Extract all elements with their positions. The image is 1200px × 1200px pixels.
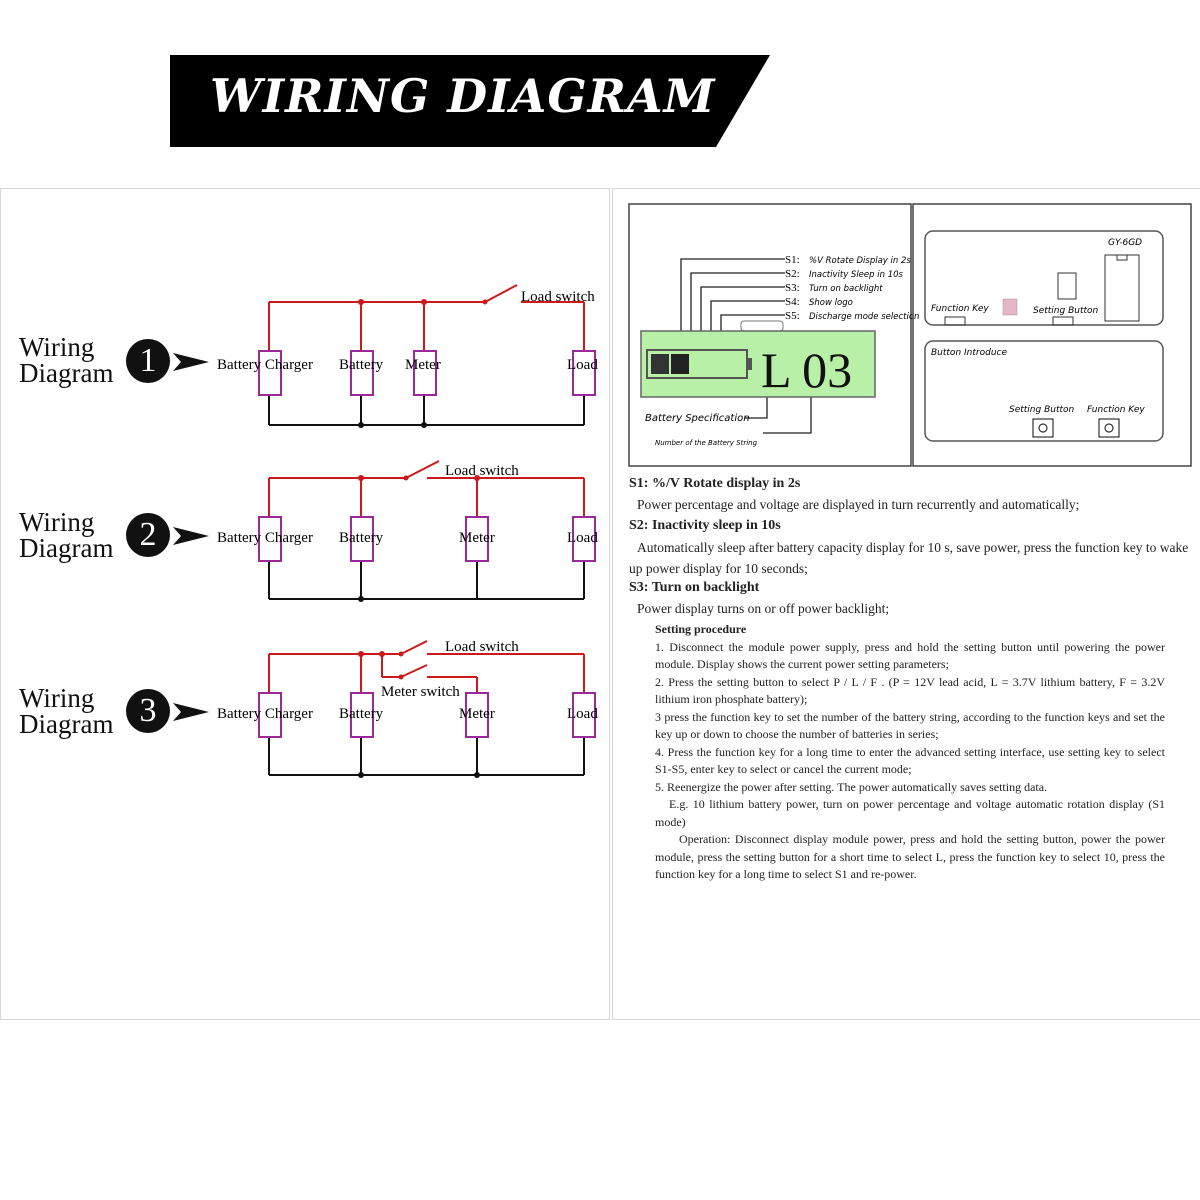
d2-battery-label: Battery bbox=[339, 530, 384, 546]
diagram-2-circuit: Battery Charger Battery Meter Load Load … bbox=[217, 460, 598, 602]
button-intro-box bbox=[924, 340, 1164, 442]
module-figures: S1: %V Rotate Display in 2s S2: Inactivi… bbox=[628, 203, 1192, 467]
display-figure-frame bbox=[628, 203, 912, 467]
d3-meter-switch-label: Meter switch bbox=[381, 684, 460, 700]
diagram-2-number: 2 bbox=[126, 513, 170, 557]
operation-text: Operation: Disconnect display module pow… bbox=[655, 832, 1165, 881]
s1-body: Power percentage and voltage are display… bbox=[637, 497, 1080, 512]
s1-desc: %V Rotate Display in 2s bbox=[809, 256, 911, 266]
s4-code: S4: bbox=[785, 296, 800, 308]
setting-button-icon bbox=[1032, 418, 1054, 438]
diagram-1-number: 1 bbox=[126, 339, 170, 383]
diagram-1-label: Wiring Diagram bbox=[19, 332, 114, 388]
s1-code: S1: bbox=[785, 254, 800, 266]
diagram-3-label-line1: Wiring bbox=[19, 683, 95, 713]
button-introduce-label: Button Introduce bbox=[931, 348, 1007, 358]
module-board bbox=[924, 230, 1164, 326]
d1-load-switch-label: Load switch bbox=[521, 289, 595, 305]
diagram-2-label-line1: Wiring bbox=[19, 507, 95, 537]
setting-procedure-title: Setting procedure bbox=[655, 622, 747, 636]
d3-battery-charger-label: Battery Charger bbox=[217, 706, 313, 722]
s2-title: S2: Inactivity sleep in 10s bbox=[629, 518, 781, 533]
d3-battery-label: Battery bbox=[339, 706, 384, 722]
diagram-2-label: Wiring Diagram bbox=[19, 507, 114, 563]
d3-load-label: Load bbox=[567, 706, 598, 722]
module-model: GY-6GD bbox=[1108, 238, 1142, 248]
step-1: 1. Disconnect the module power supply, p… bbox=[655, 639, 1165, 672]
title-banner: WIRING DIAGRAM bbox=[170, 55, 770, 147]
diagram-2-label-line2: Diagram bbox=[19, 533, 114, 563]
diagram-1-arrow-icon bbox=[173, 353, 209, 371]
d2-meter-label: Meter bbox=[459, 530, 495, 546]
step-5: 5. Reenergize the power after setting. T… bbox=[655, 779, 1048, 794]
diagram-1-label-line2: Diagram bbox=[19, 358, 114, 388]
s2-code: S2: bbox=[785, 268, 800, 280]
example-text: E.g. 10 lithium battery power, turn on p… bbox=[655, 797, 1165, 829]
d2-load-switch-label: Load switch bbox=[445, 463, 519, 479]
d2-load-label: Load bbox=[567, 530, 598, 546]
d2-battery-charger-label: Battery Charger bbox=[217, 530, 313, 546]
diagram-3-number: 3 bbox=[126, 689, 170, 733]
d1-battery-label: Battery bbox=[339, 357, 384, 373]
diagram-1-circuit: Battery Charger Battery Meter Load Load … bbox=[217, 284, 598, 428]
s5-desc: Discharge mode selection bbox=[809, 312, 919, 322]
intro-function-key-label: Function Key bbox=[1087, 405, 1145, 415]
s3-body: Power display turns on or off power back… bbox=[637, 601, 890, 616]
s2-body: Automatically sleep after battery capaci… bbox=[629, 540, 1189, 576]
d1-battery-charger-label: Battery Charger bbox=[217, 357, 313, 373]
banner-title: WIRING DIAGRAM bbox=[210, 69, 716, 123]
diagram-3-label: Wiring Diagram bbox=[19, 683, 114, 739]
s5-code: S5: bbox=[785, 310, 800, 322]
diagram-2-arrow-icon bbox=[173, 527, 209, 545]
s3-code: S3: bbox=[785, 282, 800, 294]
diagram-3-circuit: Battery Charger Battery Meter Load Load … bbox=[217, 639, 598, 778]
function-key-icon bbox=[1098, 418, 1120, 438]
s3-desc: Turn on backlight bbox=[809, 284, 883, 294]
diagram-3-label-line2: Diagram bbox=[19, 709, 114, 739]
s3-title: S3: Turn on backlight bbox=[629, 580, 760, 595]
diagram-3-arrow-icon bbox=[173, 703, 209, 721]
wiring-schematics: Battery Charger Battery Meter Load Load … bbox=[173, 284, 598, 778]
s2-desc: Inactivity Sleep in 10s bbox=[809, 270, 904, 280]
module-figure-frame bbox=[912, 203, 1192, 467]
banner-background bbox=[170, 55, 770, 147]
battery-spec-label: Battery Specification bbox=[645, 413, 750, 424]
d3-load-switch-label: Load switch bbox=[445, 639, 519, 655]
diagram-1-label-line1: Wiring bbox=[19, 332, 95, 362]
s4-desc: Show logo bbox=[809, 298, 853, 308]
step-3: 3 press the function key to set the numb… bbox=[655, 709, 1165, 742]
wiring-diagrams-panel: Wiring Diagram 1 Wiring Diagram 2 Wiring… bbox=[0, 188, 610, 1020]
setting-procedure: Setting procedure 1. Disconnect the modu… bbox=[655, 621, 1165, 884]
step-4: 4. Press the function key for a long tim… bbox=[655, 744, 1165, 777]
intro-setting-button-label: Setting Button bbox=[1009, 405, 1075, 415]
d3-meter-label: Meter bbox=[459, 706, 495, 722]
lcd-readout: L 03 bbox=[761, 342, 852, 398]
d1-meter-label: Meter bbox=[405, 357, 441, 373]
battery-string-label: Number of the Battery String bbox=[655, 439, 758, 447]
step-2: 2. Press the setting button to select P … bbox=[655, 674, 1165, 707]
d1-load-label: Load bbox=[567, 357, 598, 373]
battery-icon bbox=[646, 349, 752, 379]
function-key-label: Function Key bbox=[931, 304, 989, 314]
s1-title: S1: %/V Rotate display in 2s bbox=[629, 476, 801, 491]
setting-button-label: Setting Button bbox=[1033, 306, 1099, 316]
instructions-panel: S1: %V Rotate Display in 2s S2: Inactivi… bbox=[612, 188, 1200, 1020]
